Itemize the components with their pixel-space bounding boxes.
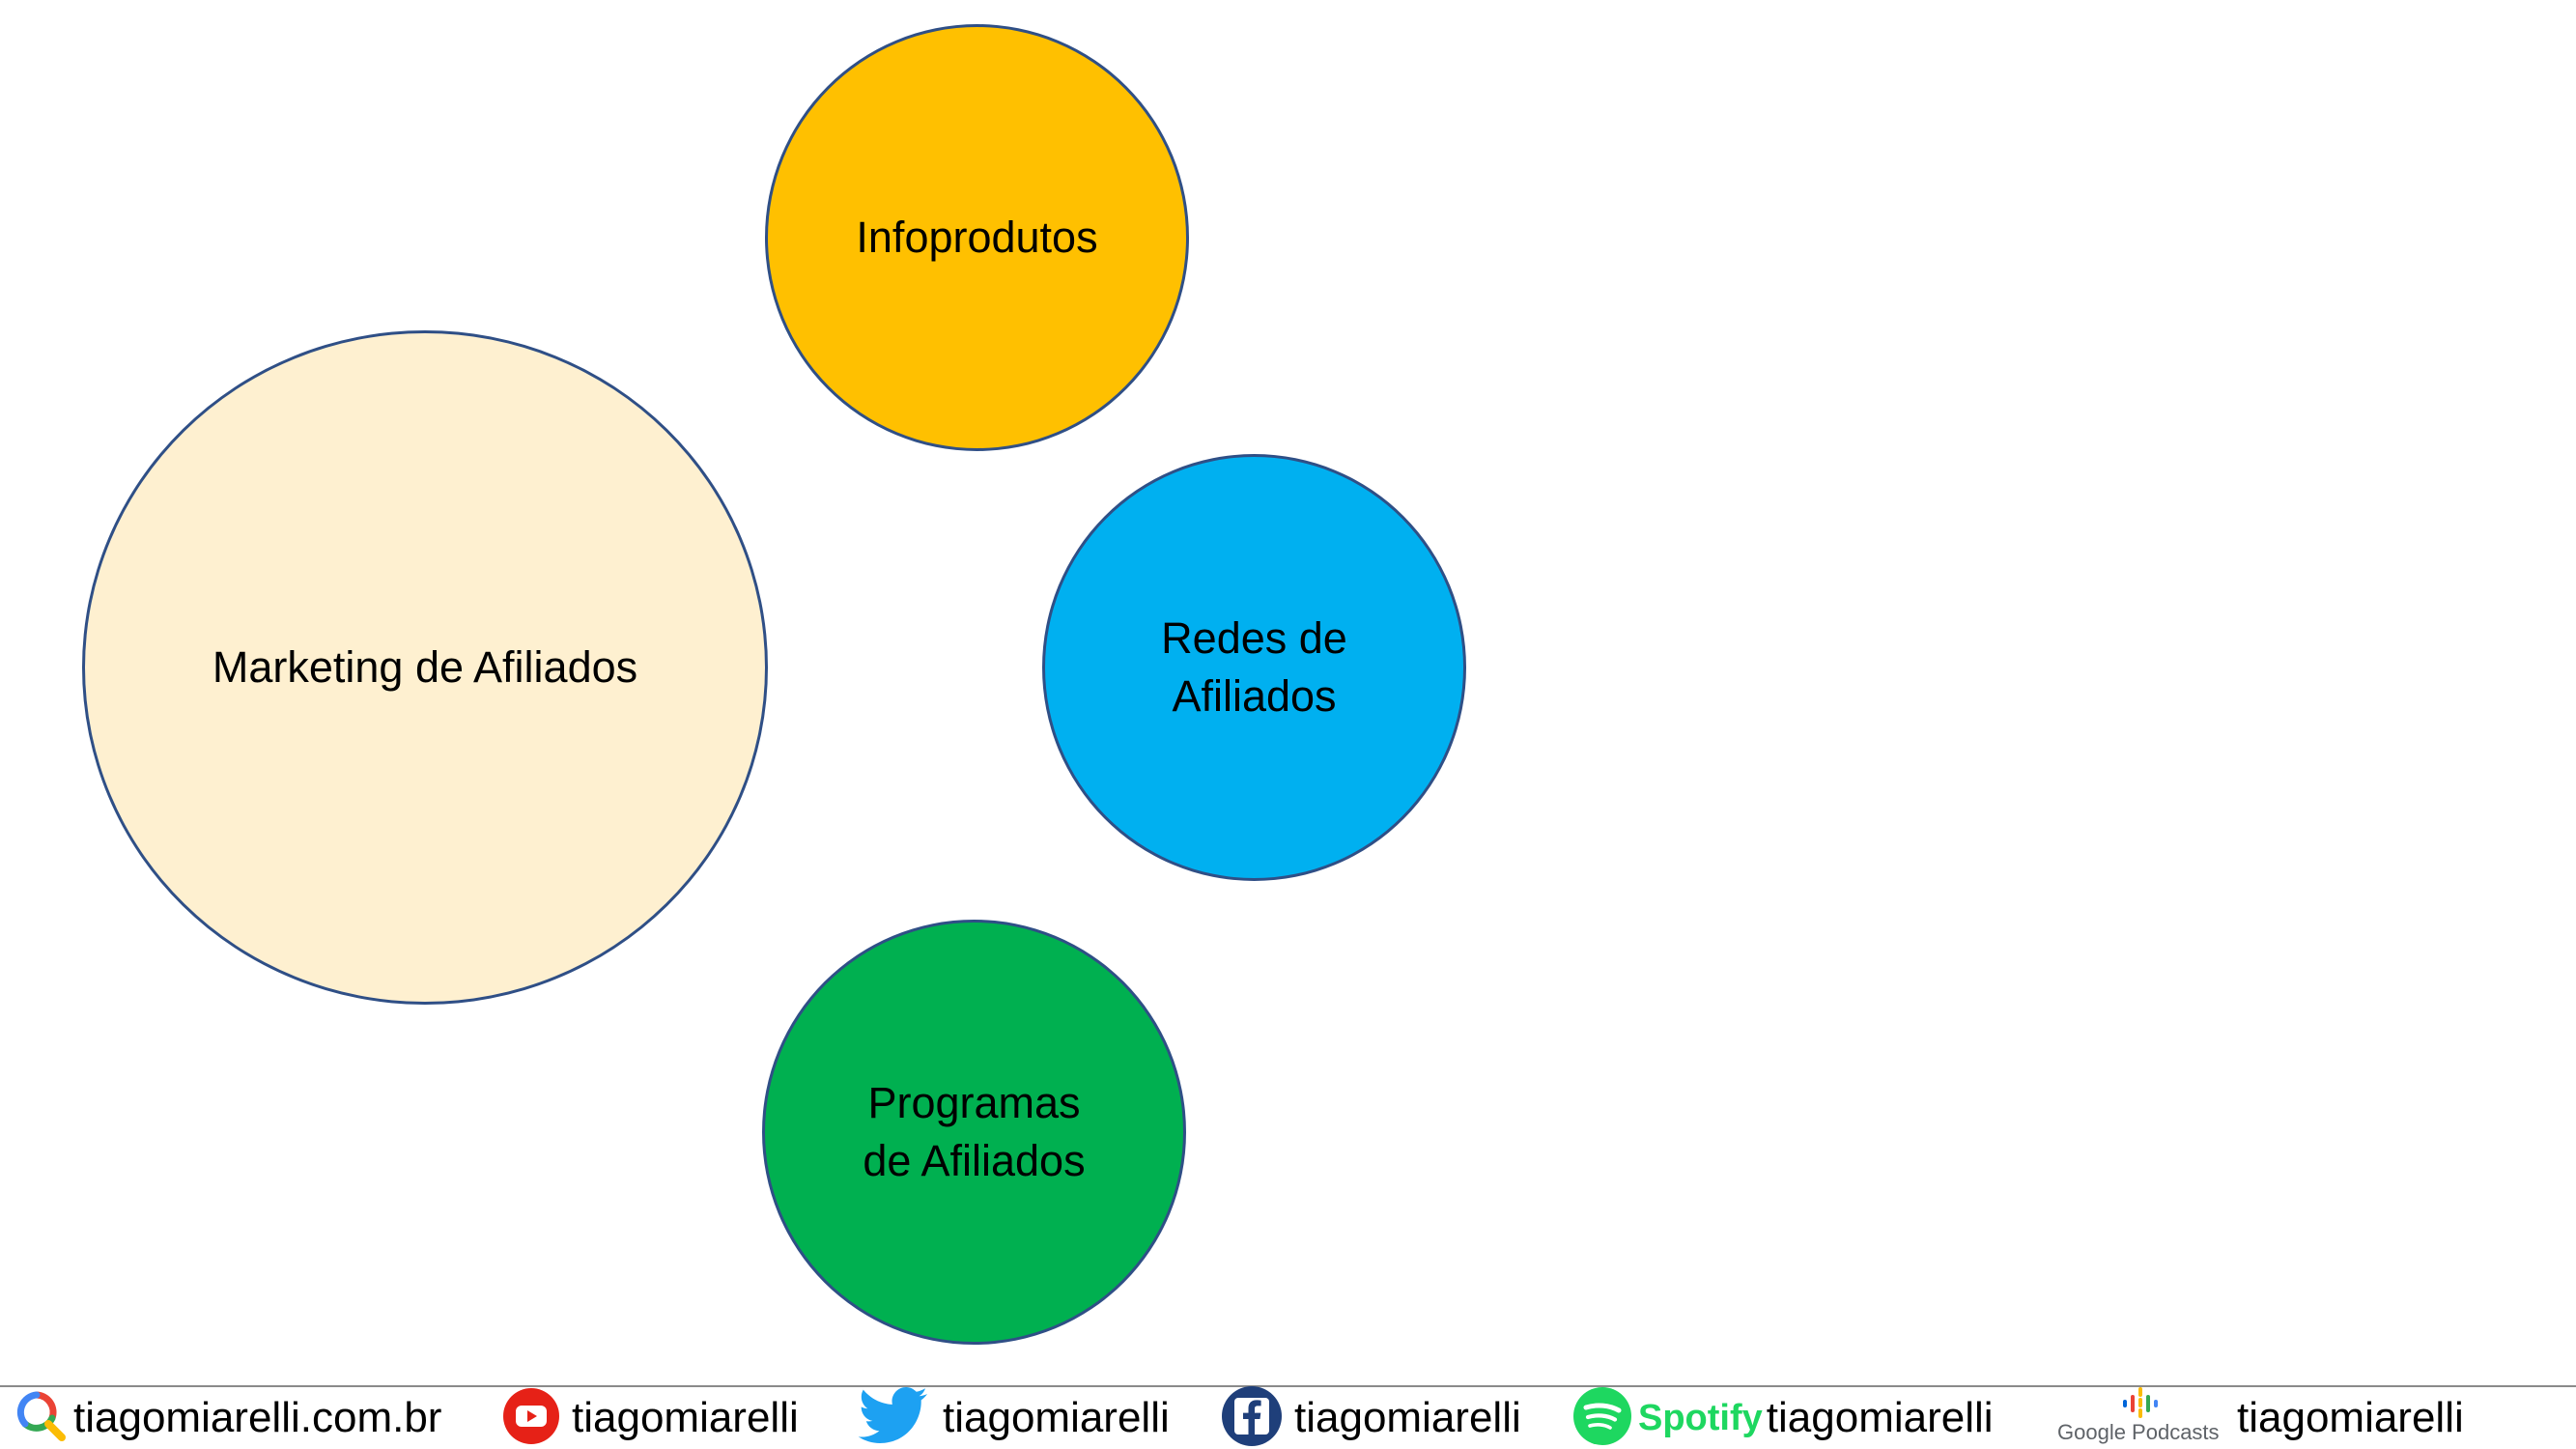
infoprodutos-line-1: Infoprodutos <box>856 213 1098 262</box>
footer-divider <box>0 1385 2576 1387</box>
footer-google-podcasts-link[interactable]: Google Podcasts tiagomiarelli <box>2057 1387 2464 1449</box>
google-podcasts-icon: Google Podcasts <box>2057 1387 2223 1449</box>
infoprodutos-label: Infoprodutos <box>856 209 1097 267</box>
infoprodutos-circle: Infoprodutos <box>765 24 1189 451</box>
redes-de-afiliados-line-1: Redes de <box>1161 613 1347 663</box>
spotify-icon <box>1572 1386 1632 1449</box>
facebook-icon <box>1221 1385 1283 1449</box>
footer-twitter-text: tiagomiarelli <box>943 1394 1170 1441</box>
marketing-de-afiliados-circle: Marketing de Afiliados <box>82 330 768 1005</box>
programas-de-afiliados-circle: Programas de Afiliados <box>762 920 1186 1345</box>
programas-de-afiliados-line-2: de Afiliados <box>863 1136 1086 1185</box>
footer-website-link[interactable]: tiagomiarelli.com.br <box>14 1387 441 1449</box>
footer-youtube-link[interactable]: tiagomiarelli <box>502 1387 799 1449</box>
marketing-de-afiliados-line-1: Marketing de Afiliados <box>212 642 638 692</box>
google-podcasts-brand-text: Google Podcasts <box>2057 1420 2220 1444</box>
footer-facebook-link[interactable]: tiagomiarelli <box>1221 1385 1521 1449</box>
twitter-icon <box>858 1386 929 1449</box>
redes-de-afiliados-line-2: Afiliados <box>1172 671 1337 721</box>
footer-twitter-link[interactable]: tiagomiarelli <box>858 1386 1170 1449</box>
programas-de-afiliados-label: Programas de Afiliados <box>863 1074 1085 1190</box>
footer-website-text: tiagomiarelli.com.br <box>73 1394 442 1441</box>
footer-youtube-text: tiagomiarelli <box>572 1394 799 1441</box>
search-icon <box>14 1389 68 1448</box>
footer-facebook-text: tiagomiarelli <box>1294 1394 1521 1441</box>
spotify-brand-text: Spotify <box>1638 1397 1763 1438</box>
footer-spotify-link[interactable]: Spotify tiagomiarelli <box>1572 1386 1994 1449</box>
redes-de-afiliados-label: Redes de Afiliados <box>1161 610 1347 725</box>
redes-de-afiliados-circle: Redes de Afiliados <box>1042 454 1466 881</box>
marketing-de-afiliados-label: Marketing de Afiliados <box>212 639 637 696</box>
footer-spotify-text: tiagomiarelli <box>1766 1394 1994 1441</box>
footer-google-podcasts-text: tiagomiarelli <box>2237 1394 2464 1441</box>
youtube-icon <box>502 1387 560 1449</box>
programas-de-afiliados-line-1: Programas <box>867 1078 1081 1127</box>
